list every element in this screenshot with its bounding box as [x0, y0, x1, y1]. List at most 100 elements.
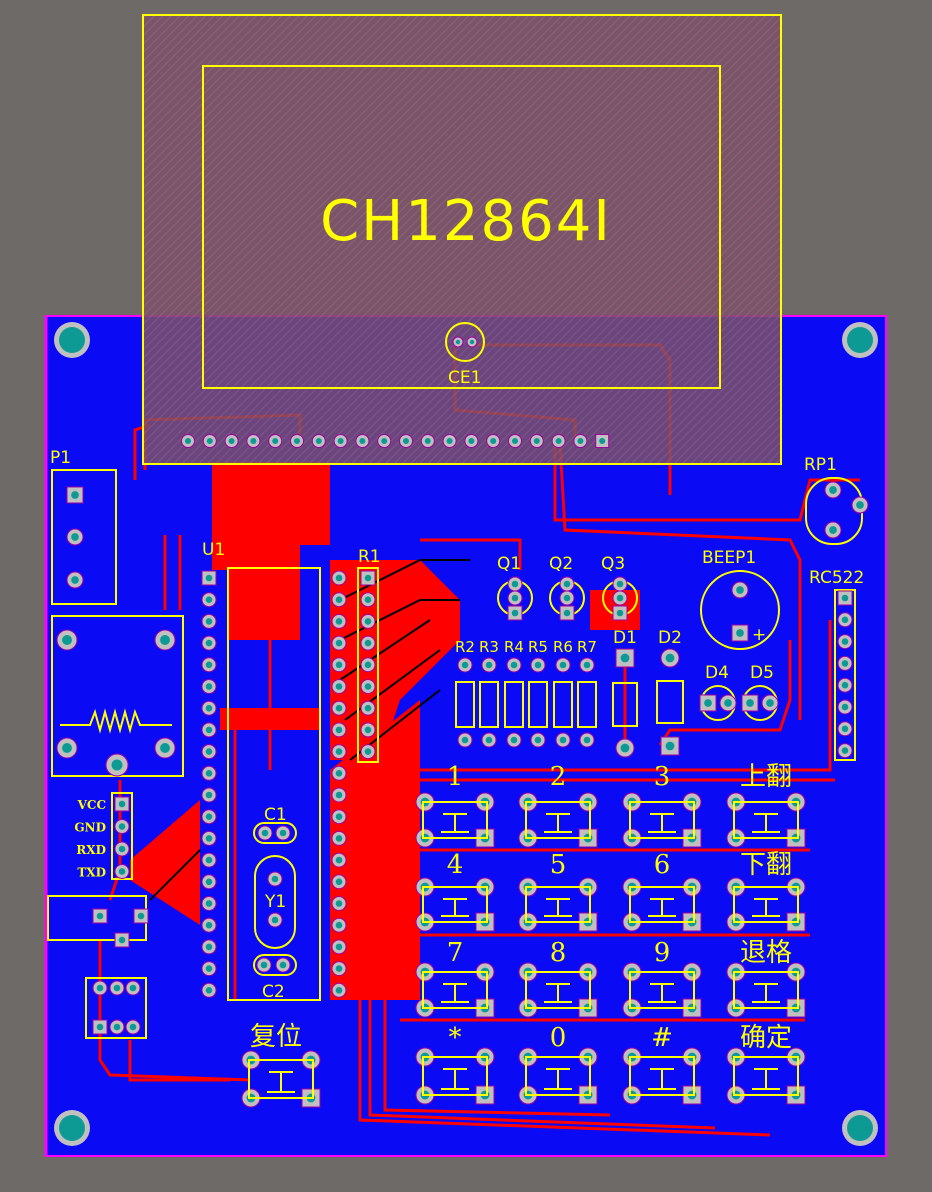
pad	[202, 434, 217, 448]
pad	[331, 830, 347, 846]
pad	[201, 852, 217, 868]
key-label: 9	[654, 938, 671, 968]
pad	[201, 592, 217, 608]
pad	[731, 581, 749, 599]
pad	[201, 657, 217, 673]
pad	[506, 732, 522, 748]
pad	[331, 939, 347, 955]
pad	[66, 528, 84, 546]
reset-button[interactable]	[248, 1059, 314, 1099]
pad	[311, 434, 326, 448]
label-ce1: CE1	[448, 368, 481, 388]
pad	[92, 908, 108, 924]
pad	[331, 982, 347, 998]
key-label: *	[449, 1023, 462, 1053]
pad	[837, 612, 853, 628]
pad	[506, 657, 522, 673]
pad	[114, 841, 130, 857]
pad	[530, 657, 546, 673]
pad	[507, 590, 523, 606]
uart-label-gnd: GND	[74, 821, 106, 835]
pad	[615, 648, 635, 668]
pad	[201, 874, 217, 890]
pad	[508, 434, 522, 448]
pad	[457, 657, 473, 673]
pad	[331, 787, 347, 803]
pad	[612, 576, 628, 592]
key-button[interactable]	[733, 971, 799, 1009]
key-button[interactable]	[422, 971, 488, 1009]
lcd-keepout	[142, 14, 782, 465]
key-button[interactable]	[629, 971, 695, 1009]
resistor-body	[553, 681, 573, 728]
pad	[331, 852, 347, 868]
pad	[555, 657, 571, 673]
pad	[360, 722, 376, 738]
label-r5: R5	[528, 638, 548, 656]
key-label: 4	[447, 850, 464, 880]
label-u1: U1	[202, 540, 225, 560]
key-button[interactable]	[525, 1056, 591, 1096]
pad	[201, 939, 217, 955]
pad	[154, 737, 176, 759]
label-rp1: RP1	[804, 455, 837, 475]
pad	[201, 961, 217, 977]
key-button[interactable]	[525, 886, 591, 923]
pad	[851, 496, 869, 514]
key-button[interactable]	[733, 801, 799, 839]
pad	[267, 871, 283, 887]
pad	[442, 434, 457, 448]
pad	[573, 434, 588, 448]
key-button[interactable]	[525, 801, 591, 839]
pad	[201, 635, 217, 651]
pad	[246, 434, 261, 448]
pad	[660, 736, 680, 756]
key-button[interactable]	[733, 886, 799, 923]
pad	[741, 694, 759, 712]
pad	[331, 613, 347, 629]
pad	[201, 982, 217, 998]
key-button[interactable]	[629, 886, 695, 923]
pad	[837, 590, 853, 606]
key-label: 退格	[740, 938, 792, 968]
pad	[201, 787, 217, 803]
pad	[360, 679, 376, 694]
pad	[114, 932, 130, 948]
key-label: 7	[447, 938, 464, 968]
pad	[331, 744, 347, 760]
pad	[579, 657, 595, 673]
pad	[256, 957, 272, 973]
pad	[201, 570, 217, 586]
pad	[837, 655, 853, 671]
pad	[452, 336, 464, 348]
pad	[331, 809, 347, 825]
key-label: #	[651, 1023, 673, 1053]
resistor-body	[479, 681, 499, 728]
key-button[interactable]	[422, 1056, 488, 1096]
pad	[660, 648, 680, 668]
pad	[559, 576, 575, 592]
label-r2: R2	[455, 638, 475, 656]
pad	[612, 605, 628, 621]
label-r6: R6	[553, 638, 573, 656]
resistor-body	[504, 681, 524, 728]
key-button[interactable]	[525, 971, 591, 1009]
key-button[interactable]	[629, 1056, 695, 1096]
key-button[interactable]	[422, 886, 488, 923]
pad	[615, 738, 635, 758]
resistor-body	[528, 681, 548, 728]
pad	[837, 743, 853, 759]
pad	[837, 634, 853, 650]
pad	[360, 700, 376, 716]
key-button[interactable]	[629, 801, 695, 839]
key-button[interactable]	[733, 1056, 799, 1096]
key-button[interactable]	[422, 801, 488, 839]
label-r1: R1	[358, 547, 381, 567]
label-d4: D4	[705, 663, 729, 683]
lcd-label: CH12864I	[320, 189, 612, 254]
label-beep-plus: +	[752, 625, 766, 645]
pad	[761, 694, 779, 712]
pad	[464, 434, 479, 448]
pad	[559, 605, 575, 621]
